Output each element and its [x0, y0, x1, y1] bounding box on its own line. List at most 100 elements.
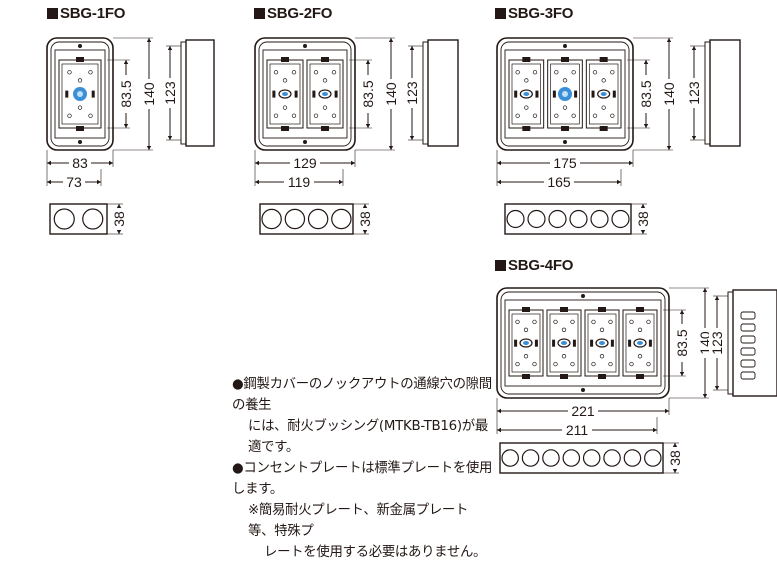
screw-icon [303, 44, 307, 48]
dimension-arrow [666, 38, 672, 42]
note-line-3b: レートを使用する必要はありません。 [264, 545, 487, 560]
dim-height-label: 140 [383, 82, 399, 106]
screw-hole-icon [273, 70, 279, 75]
knockout-hole-icon [82, 208, 104, 230]
dimension-arrow [653, 427, 657, 433]
screw-hole-icon [331, 113, 337, 118]
dimension-arrow [702, 288, 708, 292]
knockout-hole-icon [527, 209, 546, 229]
screw-hole-icon [646, 319, 651, 325]
dim-width-label-bg [290, 155, 320, 169]
screw-hole-icon [591, 361, 596, 367]
screw-hole-icon [637, 354, 643, 359]
screw-hole-icon [570, 361, 575, 367]
model-label-sbg-4fo: SBG-4FO [495, 257, 573, 274]
switch-icon [278, 89, 292, 99]
outlet-device-inner [61, 63, 99, 125]
screw-hole-icon [608, 319, 613, 325]
dimension-arrow [640, 204, 646, 208]
screw-hole-icon [571, 113, 576, 118]
knockout-hole-icon [611, 209, 630, 229]
mounting-tab [281, 126, 289, 131]
switch-icon [633, 338, 647, 348]
dimension-arrow [255, 179, 259, 185]
dimension-arrow [672, 443, 678, 447]
terminal-slot [574, 90, 578, 98]
dim-side-height-label-bg [686, 78, 701, 108]
dim-side-height-label: 123 [404, 81, 420, 105]
screw-hole-icon [313, 70, 319, 75]
outlet-device-inner [511, 313, 541, 373]
mounting-tab [598, 374, 606, 379]
knockout-hole-icon [501, 449, 519, 467]
terminal-slot [591, 90, 595, 98]
dim-width-label: 175 [553, 155, 577, 171]
dimension-arrow [339, 179, 343, 185]
screw-hole-icon [561, 354, 567, 359]
mounting-tab [560, 307, 568, 312]
dim-side-height-label: 123 [162, 81, 178, 105]
dimension-arrow [146, 38, 152, 42]
switch-icon-center [637, 341, 643, 345]
square-bullet-icon [254, 8, 265, 19]
dimension-arrow [497, 427, 501, 433]
dim-width-label-bg [568, 403, 598, 417]
bottom-view-body [49, 203, 108, 235]
knockout-hole-icon [644, 449, 662, 467]
mounting-tab [522, 57, 531, 62]
dimension-arrow [362, 204, 368, 208]
dimension-arrow [167, 46, 173, 50]
dimension-arrow [691, 136, 697, 140]
screw-hole-icon [637, 327, 643, 332]
square-bullet-icon [47, 8, 58, 19]
dimension-arrow [362, 230, 368, 234]
side-view-flange [704, 41, 711, 145]
dim-plate-pitch-label: 83.5 [674, 329, 690, 356]
switch-icon [597, 89, 611, 99]
knockout-hole-icon [623, 449, 642, 467]
dim-inner-width-label-bg [284, 174, 314, 188]
terminal-slot [590, 339, 594, 347]
box-outer-frame [254, 37, 356, 151]
dimension-arrow [365, 60, 371, 64]
screw-hole-icon [561, 327, 567, 332]
bottom-view-body [259, 203, 354, 235]
dimension-arrow [365, 124, 371, 128]
dim-plate-pitch-label-bg [674, 324, 689, 362]
mounting-tab [76, 57, 84, 62]
outlet-device-inner [309, 63, 341, 125]
mounting-tab [636, 374, 644, 379]
terminal-slot [552, 339, 556, 347]
screw-hole-icon [532, 319, 537, 325]
knockout-hole-icon [582, 449, 601, 467]
terminal-slot [514, 90, 518, 98]
note-line-3: ※簡易耐火プレート、新金属プレート等、特殊プ [248, 503, 469, 539]
screw-hole-icon [629, 361, 634, 367]
screw-hole-icon [532, 70, 538, 75]
box-inner-frame [50, 41, 110, 147]
screw-hole-icon [515, 113, 520, 118]
dimension-arrow [665, 408, 669, 414]
dimension-arrow [714, 296, 720, 300]
note-line-1b: には、耐火ブッシング(MTKB-TB16)が最適です。 [248, 419, 488, 455]
terminal-slot [514, 339, 518, 347]
outlet-device-inner [511, 63, 542, 125]
dimension-arrow [123, 124, 129, 128]
knockout-hole-icon [506, 209, 525, 229]
terminal-slot [334, 90, 338, 98]
screw-hole-icon [67, 70, 72, 75]
dimension-arrow [679, 372, 685, 376]
terminal-slot [648, 339, 652, 347]
screw-icon [563, 44, 567, 48]
dim-depth-label-bg [357, 208, 372, 230]
switch-icon-center [561, 341, 567, 345]
knockout-hole-icon [562, 449, 581, 467]
dim-width-label-bg [550, 155, 580, 169]
screw-hole-icon [591, 319, 596, 325]
switch-icon-center [282, 92, 288, 96]
side-view-body [427, 39, 459, 147]
switch-icon-center [322, 92, 328, 96]
dim-side-height-label-bg [404, 78, 419, 108]
knockout-hole-icon [261, 208, 282, 230]
screw-hole-icon [599, 327, 605, 332]
